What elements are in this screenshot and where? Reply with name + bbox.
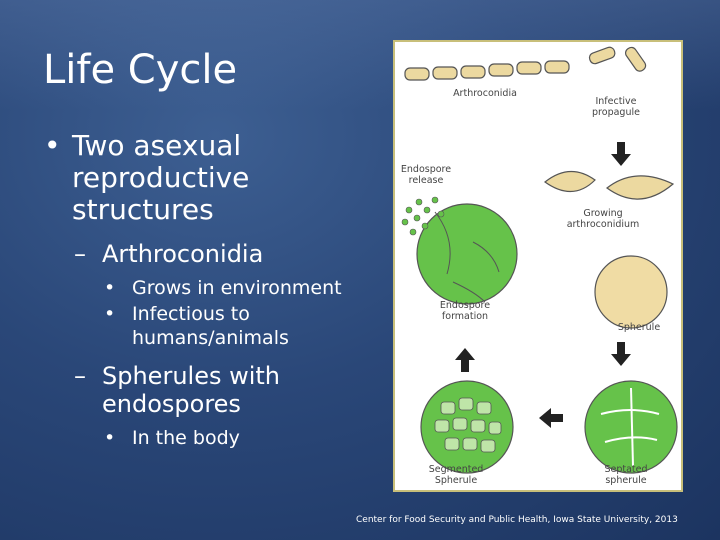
label-segmented-spherule: Segmented Spherule	[428, 464, 484, 486]
dash-icon: –	[74, 362, 86, 390]
label-septated-spherule: Septated spherule	[604, 464, 648, 486]
bullet-dot-icon: •	[44, 129, 61, 162]
segmented-spherule	[420, 380, 514, 474]
septated-spherule	[584, 380, 678, 474]
sub-sub-bullet-text: In the body	[132, 427, 240, 449]
sub-bullet-text: Spherules with endospores	[102, 362, 281, 418]
label-endospore-release: Endospore release	[400, 164, 452, 186]
sub-sub-bullet: • Infectious to humans/animals	[104, 302, 374, 350]
infective-propagule-spores	[588, 46, 647, 72]
label-spherule: Spherule	[617, 322, 661, 333]
slide-title: Life Cycle	[43, 47, 238, 93]
label-endospore-formation: Endospore formation	[439, 300, 491, 322]
cycle-arrows	[455, 142, 631, 428]
bullet-dot-icon: •	[104, 303, 116, 325]
diagram-drawing	[401, 46, 678, 474]
label-arthroconidia: Arthroconidia	[453, 88, 517, 99]
bullet-main: • Two asexual reproductive structures	[44, 130, 374, 226]
bullet-main-text: Two asexual reproductive structures	[72, 129, 250, 226]
spherule-cell	[594, 255, 668, 329]
label-infective-propagule: Infective propagule	[592, 96, 640, 118]
label-growing-arthroconidium: Growing arthroconidium	[566, 208, 640, 230]
sub-sub-bullet: • Grows in environment	[104, 276, 374, 300]
life-cycle-diagram: Arthroconidia Infective propagule Endosp…	[393, 40, 683, 492]
growing-arthroconidium	[544, 170, 675, 200]
sub-sub-bullet-text: Grows in environment	[132, 277, 342, 299]
endospore-formation-cell	[416, 203, 518, 305]
bullet-dot-icon: •	[104, 277, 116, 299]
sub-bullet-text: Arthroconidia	[102, 240, 264, 268]
sub-bullet-spherules: –Spherules with endospores	[74, 362, 374, 418]
sub-bullet-arthroconidia: –Arthroconidia	[74, 240, 374, 268]
arthroconidia-chain	[404, 60, 570, 81]
source-credit: Center for Food Security and Public Heal…	[356, 515, 678, 525]
sub-sub-bullet-text: Infectious to humans/animals	[132, 303, 289, 349]
sub-sub-bullet: • In the body	[104, 426, 374, 450]
bullet-dot-icon: •	[104, 427, 116, 449]
dash-icon: –	[74, 240, 86, 268]
bullet-list: •Two asexual reproductive structures –Ar…	[44, 130, 374, 452]
released-endospores	[401, 196, 445, 236]
